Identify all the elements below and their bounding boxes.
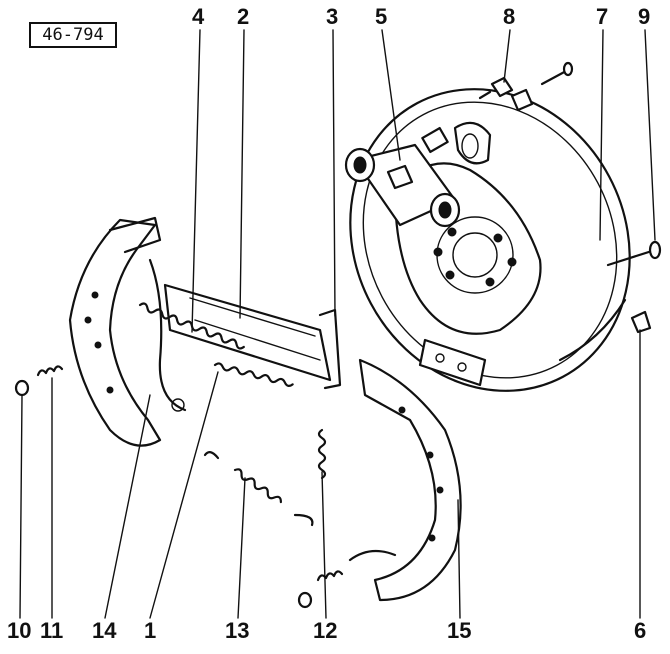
reference-code-box: 46-794: [29, 22, 117, 48]
left-brake-shoe: [68, 216, 187, 447]
callout-15: 15: [447, 618, 472, 643]
callout-4: 4: [192, 4, 205, 29]
callout-14: 14: [92, 618, 117, 643]
callout-13: 13: [225, 618, 250, 643]
callout-8: 8: [503, 4, 516, 29]
callout-10: 10: [7, 618, 32, 643]
lower-spring: [203, 451, 314, 527]
callout-12: 12: [313, 618, 338, 643]
right-brake-shoe: [348, 358, 462, 602]
callout-11: 11: [40, 618, 64, 643]
callout-5: 5: [375, 4, 388, 29]
backing-plate: [349, 88, 631, 392]
leader-lines: [19, 29, 656, 619]
callout-2: 2: [237, 4, 250, 29]
adjuster-strut: [163, 283, 342, 390]
callout-3: 3: [326, 4, 339, 29]
fixing-bolts: [478, 61, 662, 334]
callout-7: 7: [596, 4, 609, 29]
callout-6: 6: [634, 618, 647, 643]
hold-down-left: [14, 365, 64, 397]
wheel-cylinder: [344, 126, 461, 228]
callout-9: 9: [638, 4, 651, 29]
callout-1: 1: [144, 618, 157, 643]
hold-down-right: [297, 570, 344, 609]
return-spring-lower: [213, 362, 294, 387]
small-spring: [317, 428, 327, 480]
